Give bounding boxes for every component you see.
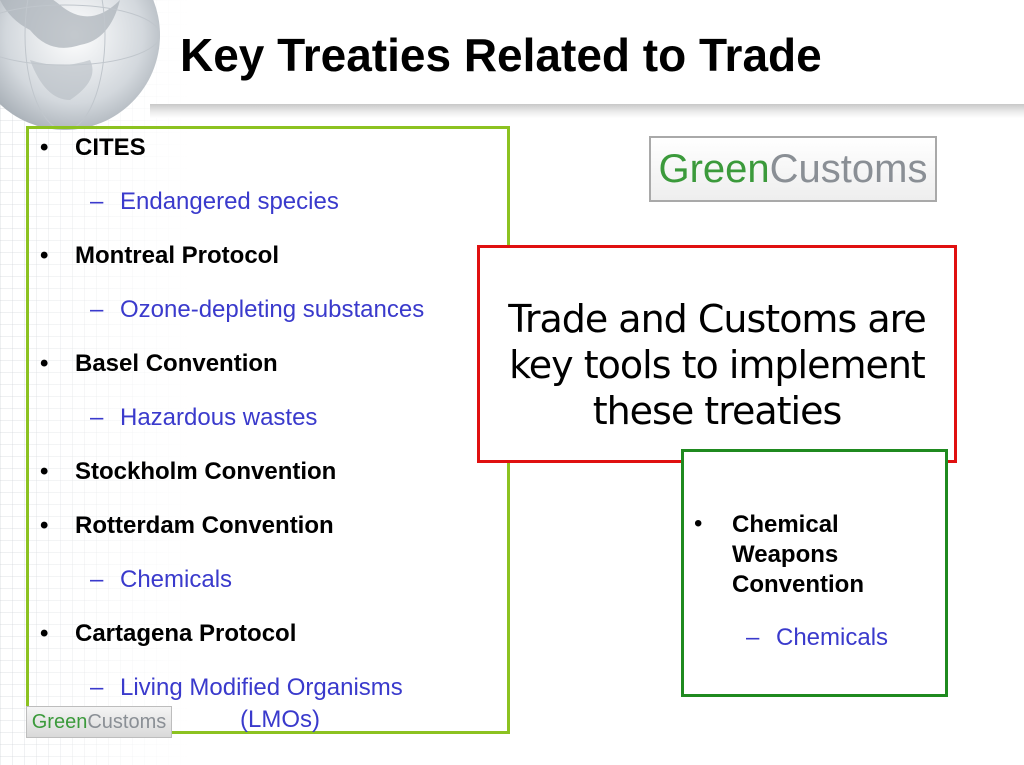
treaty-name: Chemical Weapons Convention [732,511,864,598]
treaty-subject: Chemicals [120,566,233,593]
treaty-name: Montreal Protocol [75,242,280,269]
logo-text-gray: Customs [87,710,167,733]
dash: – [90,404,104,431]
slide-title: Key Treaties Related to Trade [180,29,822,81]
treaty-subject: Ozone-depleting substances [120,296,425,323]
treaty-subject: Hazardous wastes [120,404,318,431]
treaty-name: Basel Convention [75,350,278,377]
callout-line: key tools to implement [509,343,926,387]
callout-text: Trade and Customs are key tools to imple… [480,296,954,434]
treaty-subject: Living Modified Organisms [120,674,403,701]
bullet: • [40,242,49,269]
chemical-weapons-box: • Chemical Weapons Convention – Chemical… [681,449,948,697]
treaty-subject: Chemicals [776,624,889,651]
bullet: • [40,134,49,161]
dash: – [90,674,104,701]
title-divider [150,104,1024,118]
globe-image [0,0,160,130]
list-subitem-continuation: (LMOs) [240,706,320,733]
dash: – [746,624,760,651]
dash: – [90,566,104,593]
dash: – [90,296,104,323]
dash: – [90,188,104,215]
logo-text-green: Green [658,146,770,191]
bullet: • [40,620,49,647]
treaty-name: CITES [75,134,146,161]
callout-line: these treaties [592,389,843,433]
bullet: • [40,458,49,485]
bullet: • [40,350,49,377]
list-subitem: – Chemicals [746,624,888,652]
bullet: • [694,510,703,537]
treaty-name: Cartagena Protocol [75,620,297,647]
treaty-name: Rotterdam Convention [75,512,334,539]
bullet: • [40,512,49,539]
treaty-subject: Endangered species [120,188,339,215]
callout-box: Trade and Customs are key tools to imple… [477,245,957,463]
logo-text-green: Green [31,710,88,733]
callout-line: Trade and Customs are [508,297,927,341]
logo-text-gray: Customs [769,146,928,191]
treaty-name: Stockholm Convention [75,458,337,485]
